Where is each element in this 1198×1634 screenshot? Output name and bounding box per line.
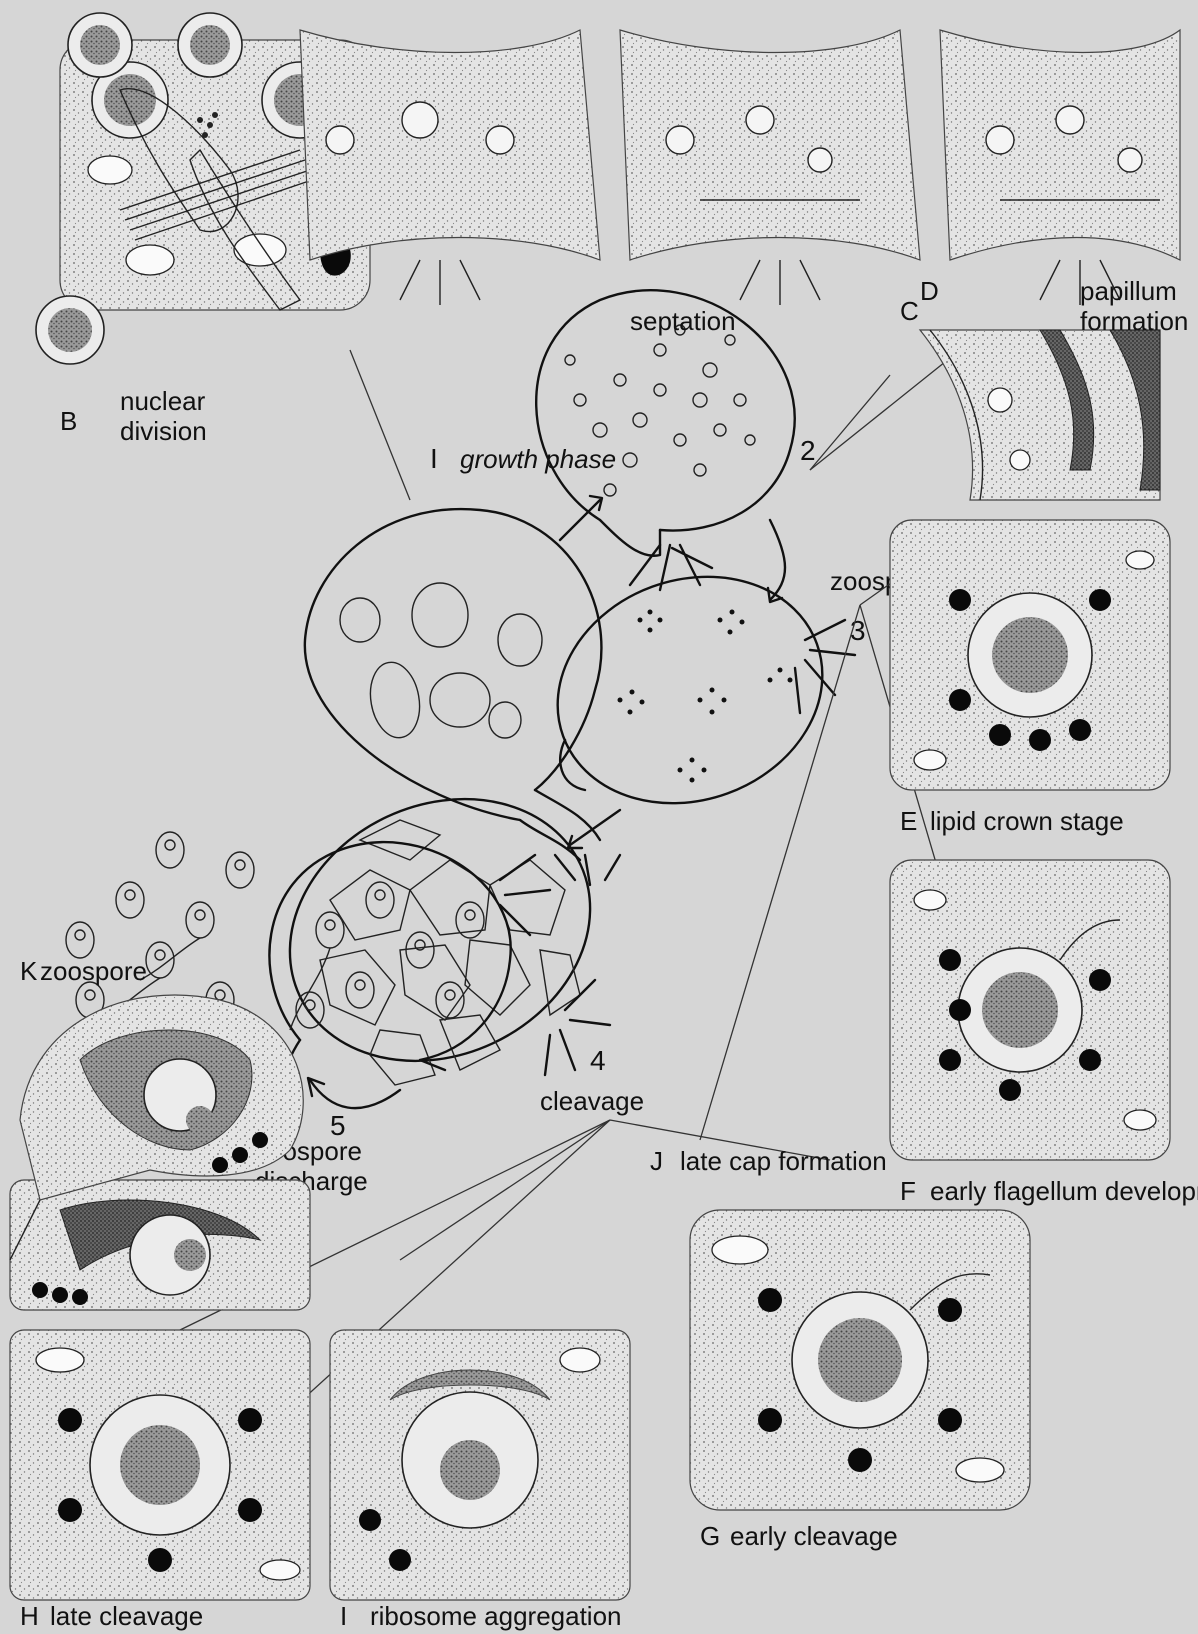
panel-d-papillum: D papillum formation (920, 276, 1188, 500)
panel-letter-d: D (920, 276, 939, 306)
panel-letter-k: K (20, 956, 38, 986)
label-growth-phase: growth phase (460, 444, 616, 474)
panel-e-lipid-crown: E lipid crown stage (890, 520, 1170, 836)
panel-g-early-cleavage: G early cleavage (690, 1210, 1030, 1551)
panel-letter-h: H (20, 1601, 39, 1631)
sporangium-growth-phase (305, 509, 620, 885)
label-early-cleavage: early cleavage (730, 1521, 898, 1551)
stage-number-1: I (430, 443, 438, 474)
label-late-cap-formation: late cap formation (680, 1146, 887, 1176)
label-papillum-line1: papillum (1080, 276, 1177, 306)
panel-letter-e: E (900, 806, 917, 836)
label-nuclear-division-line1: nuclear (120, 386, 206, 416)
label-papillum-line2: formation (1080, 306, 1188, 336)
stage-number-4: 4 (590, 1045, 606, 1076)
panel-c-septation: C septation (300, 30, 1180, 336)
label-nuclear-division-line2: division (120, 416, 207, 446)
label-zoospore: zoospore (40, 956, 147, 986)
panel-letter-b: B (60, 406, 77, 436)
panel-letter-g: G (700, 1521, 720, 1551)
panel-letter-c: C (900, 296, 919, 326)
label-ribosome-aggregation: ribosome aggregation (370, 1601, 622, 1631)
panel-letter-i: I (340, 1601, 347, 1631)
sporangium-zoosporangium (526, 540, 855, 839)
stage-number-2: 2 (800, 435, 816, 466)
label-lipid-crown-stage: lipid crown stage (930, 806, 1124, 836)
panel-letter-j: J (650, 1146, 663, 1176)
label-late-cleavage: late cleavage (50, 1601, 203, 1631)
label-septation: septation (630, 306, 736, 336)
panel-h-late-cleavage: H late cleavage (10, 1330, 310, 1631)
label-cleavage: cleavage (540, 1086, 644, 1116)
label-early-flagellum-development: early flagellum development (930, 1176, 1198, 1206)
panel-letter-f: F (900, 1176, 916, 1206)
panel-i-ribosome-aggregation: I ribosome aggregation (330, 1330, 630, 1631)
panel-f-early-flagellum: F early flagellum development (890, 860, 1198, 1206)
